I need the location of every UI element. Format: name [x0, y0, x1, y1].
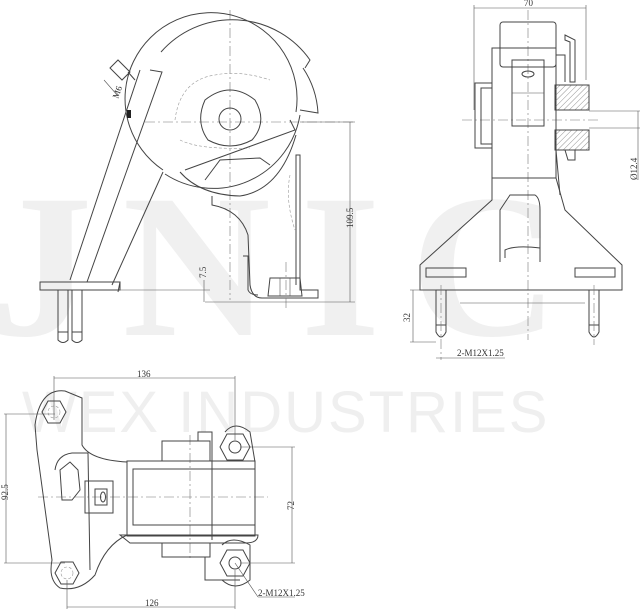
top-view: 136 92.5 72 126 2-M12X1.25 [0, 369, 305, 609]
offset-dim-label: 7.5 [198, 266, 208, 278]
watermark-logo-text: JNIC [0, 153, 588, 380]
bottom-width-dim-label: 126 [145, 598, 159, 608]
left-height-dim-label: 92.5 [0, 484, 10, 500]
front-stud-thread-label: 2-M12X1.25 [457, 348, 504, 358]
top-stud-thread-label: 2-M12X1.25 [258, 588, 305, 598]
height-dim-label: 109.5 [345, 207, 355, 228]
right-height-dim-label: 72 [286, 501, 296, 510]
width-dim-label: 70 [524, 0, 534, 8]
bore-dim-label: Ø12.4 [629, 157, 639, 180]
watermark-company: WEX INDUSTRIES [22, 380, 550, 445]
top-width-dim-label: 136 [137, 369, 151, 379]
side-view: M6 109.5 7.5 [39, 10, 355, 343]
hex-bolt [54, 561, 80, 585]
stud-length-dim-label: 32 [402, 313, 412, 322]
weld-mark [127, 110, 131, 118]
m6-thread-label: M6 [110, 84, 124, 100]
front-view: 70 Ø12.4 32 2-M12X1.25 [402, 0, 640, 360]
watermark-logo: JNIC [0, 153, 588, 380]
